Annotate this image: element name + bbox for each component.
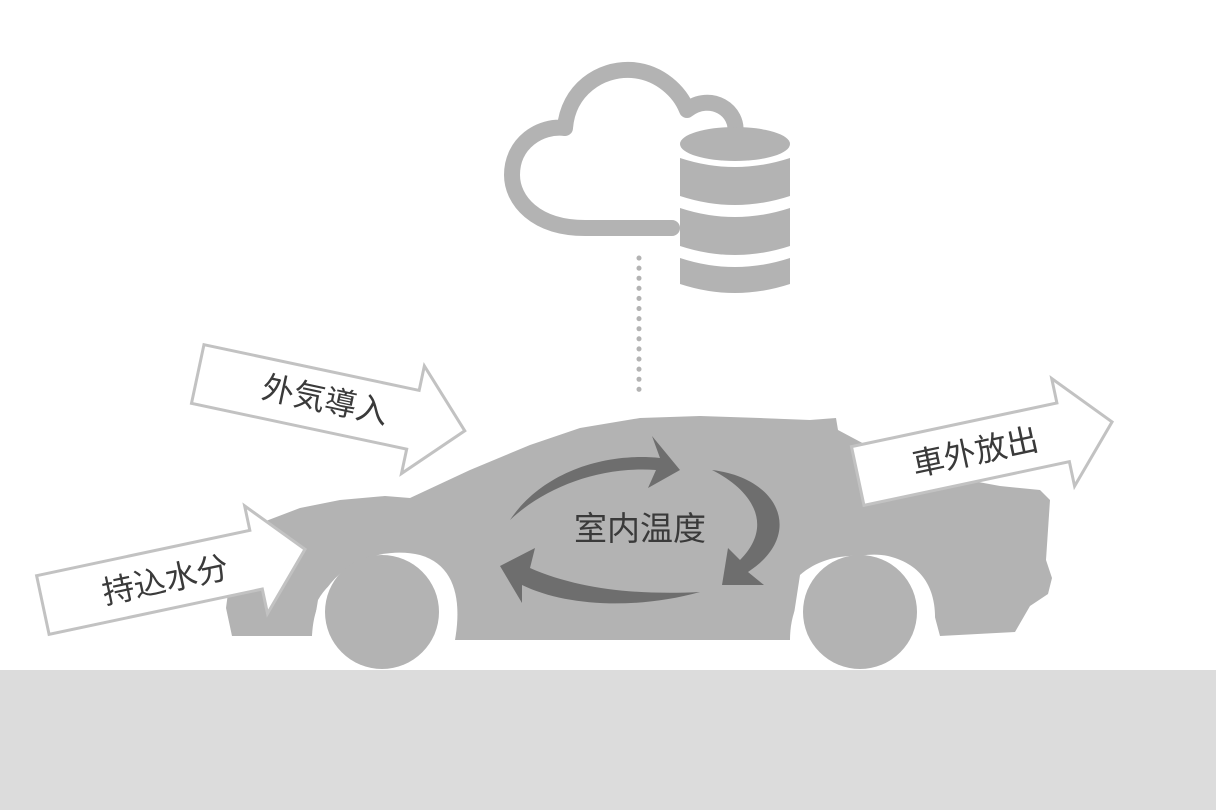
flow-arrow-moisture: 持込水分 [34, 502, 307, 637]
database-icon [680, 127, 790, 293]
flow-arrow-outside-air: 外気導入 [189, 342, 467, 477]
cloud-icon [504, 61, 744, 236]
label-cabin-temperature: 室内温度 [574, 509, 706, 548]
car-silhouette [226, 416, 1052, 669]
front-wheel [803, 555, 917, 669]
circulation-arrows [500, 436, 780, 604]
ground [0, 670, 1216, 810]
rear-wheel [325, 555, 439, 669]
flow-arrow-exhaust: 車外放出 [849, 375, 1115, 508]
